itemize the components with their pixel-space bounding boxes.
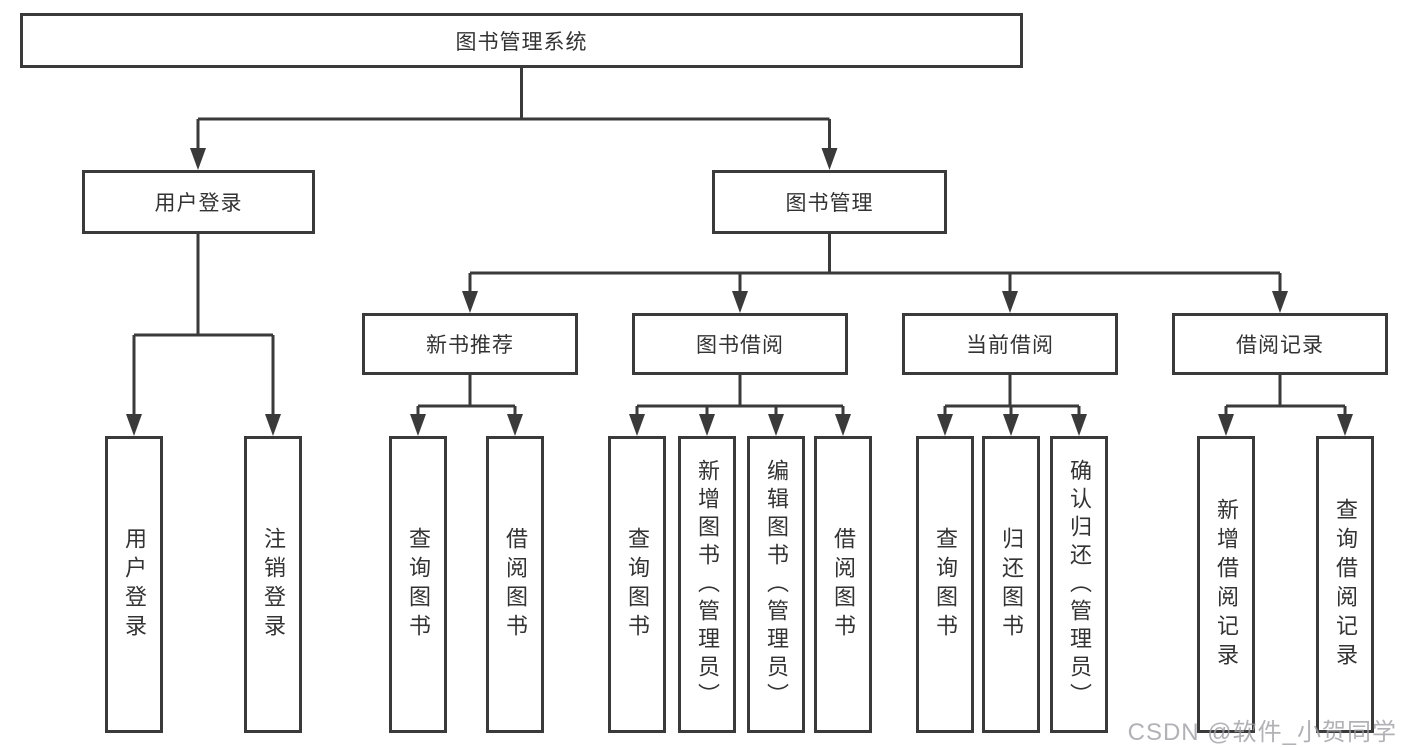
- arrow-down-icon: [462, 291, 478, 313]
- node-current-borrowing: 当前借阅: [902, 313, 1118, 375]
- leaf-query-book-rec: 查询图书: [389, 436, 447, 733]
- leaf-borrow-book-rec: 借阅图书: [486, 436, 544, 733]
- node-label: 新增图书（管理员）: [695, 458, 720, 711]
- arrow-down-icon: [937, 414, 953, 436]
- arrow-down-icon: [1071, 414, 1087, 436]
- arrow-down-icon: [835, 414, 851, 436]
- arrow-down-icon: [732, 291, 748, 313]
- leaf-logout: 注销登录: [244, 436, 302, 733]
- node-book-management-group: 图书管理: [712, 170, 947, 234]
- connector-user-login-children: [132, 234, 275, 432]
- node-book-borrowing: 图书借阅: [632, 313, 848, 375]
- node-label: 注销登录: [261, 526, 286, 643]
- node-label: 图书管理系统: [455, 30, 588, 54]
- leaf-confirm-return-admin: 确认归还（管理员）: [1050, 436, 1108, 733]
- leaf-add-book-admin: 新增图书（管理员）: [678, 436, 736, 733]
- leaf-edit-book-admin: 编辑图书（管理员）: [747, 436, 805, 733]
- leaf-borrow-book: 借阅图书: [814, 436, 872, 733]
- node-label: 新增借阅记录: [1214, 497, 1239, 672]
- arrow-down-icon: [821, 148, 838, 170]
- arrow-down-icon: [126, 414, 142, 436]
- node-borrowing-records: 借阅记录: [1172, 313, 1388, 375]
- node-label: 借阅图书: [503, 526, 528, 643]
- arrow-down-icon: [1272, 291, 1288, 313]
- arrow-down-icon: [768, 414, 784, 436]
- arrow-down-icon: [410, 414, 426, 436]
- arrow-down-icon: [190, 148, 206, 170]
- node-label: 当前借阅: [966, 334, 1054, 357]
- node-label: 用户登录: [122, 526, 147, 643]
- leaf-query-book-current: 查询图书: [916, 436, 974, 733]
- node-label: 查询图书: [933, 526, 958, 643]
- leaf-query-book-borrow: 查询图书: [608, 436, 666, 733]
- arrowheads: [126, 148, 1353, 436]
- node-label: 查询图书: [406, 526, 431, 643]
- arrow-down-icon: [1002, 291, 1018, 313]
- leaf-add-borrow-record: 新增借阅记录: [1197, 436, 1255, 733]
- arrow-down-icon: [265, 414, 281, 436]
- leaf-return-book: 归还图书: [982, 436, 1040, 733]
- node-label: 编辑图书（管理员）: [764, 458, 789, 711]
- node-label: 查询图书: [625, 526, 650, 643]
- connector-borrow-records-children: [1224, 375, 1347, 432]
- node-label: 用户登录: [154, 192, 243, 215]
- node-label: 查询借阅记录: [1333, 497, 1358, 672]
- leaf-query-borrow-record: 查询借阅记录: [1316, 436, 1374, 733]
- node-label: 图书借阅: [696, 334, 784, 357]
- node-label: 借阅记录: [1236, 334, 1324, 357]
- node-label: 图书管理: [785, 192, 874, 215]
- arrow-down-icon: [1003, 414, 1019, 436]
- node-label: 新书推荐: [426, 334, 514, 357]
- arrow-down-icon: [1218, 414, 1234, 436]
- connector-root-to-level2: [196, 68, 831, 166]
- arrow-down-icon: [629, 414, 645, 436]
- connector-new-book-rec-children: [416, 375, 517, 432]
- node-label: 借阅图书: [831, 526, 856, 643]
- arrow-down-icon: [507, 414, 523, 436]
- node-new-book-recommendation: 新书推荐: [362, 313, 578, 375]
- node-label: 归还图书: [999, 526, 1024, 643]
- connector-book-borrow-children: [635, 375, 845, 432]
- arrow-down-icon: [699, 414, 715, 436]
- arrow-down-icon: [1337, 414, 1353, 436]
- leaf-user-login: 用户登录: [105, 436, 163, 733]
- node-label: 确认归还（管理员）: [1067, 458, 1092, 711]
- node-user-login-group: 用户登录: [82, 170, 315, 234]
- node-library-management-system: 图书管理系统: [20, 13, 1023, 68]
- watermark: CSDN @软件_小贺同学: [1127, 719, 1397, 746]
- connector-book-mgmt-to-level3: [468, 234, 1282, 309]
